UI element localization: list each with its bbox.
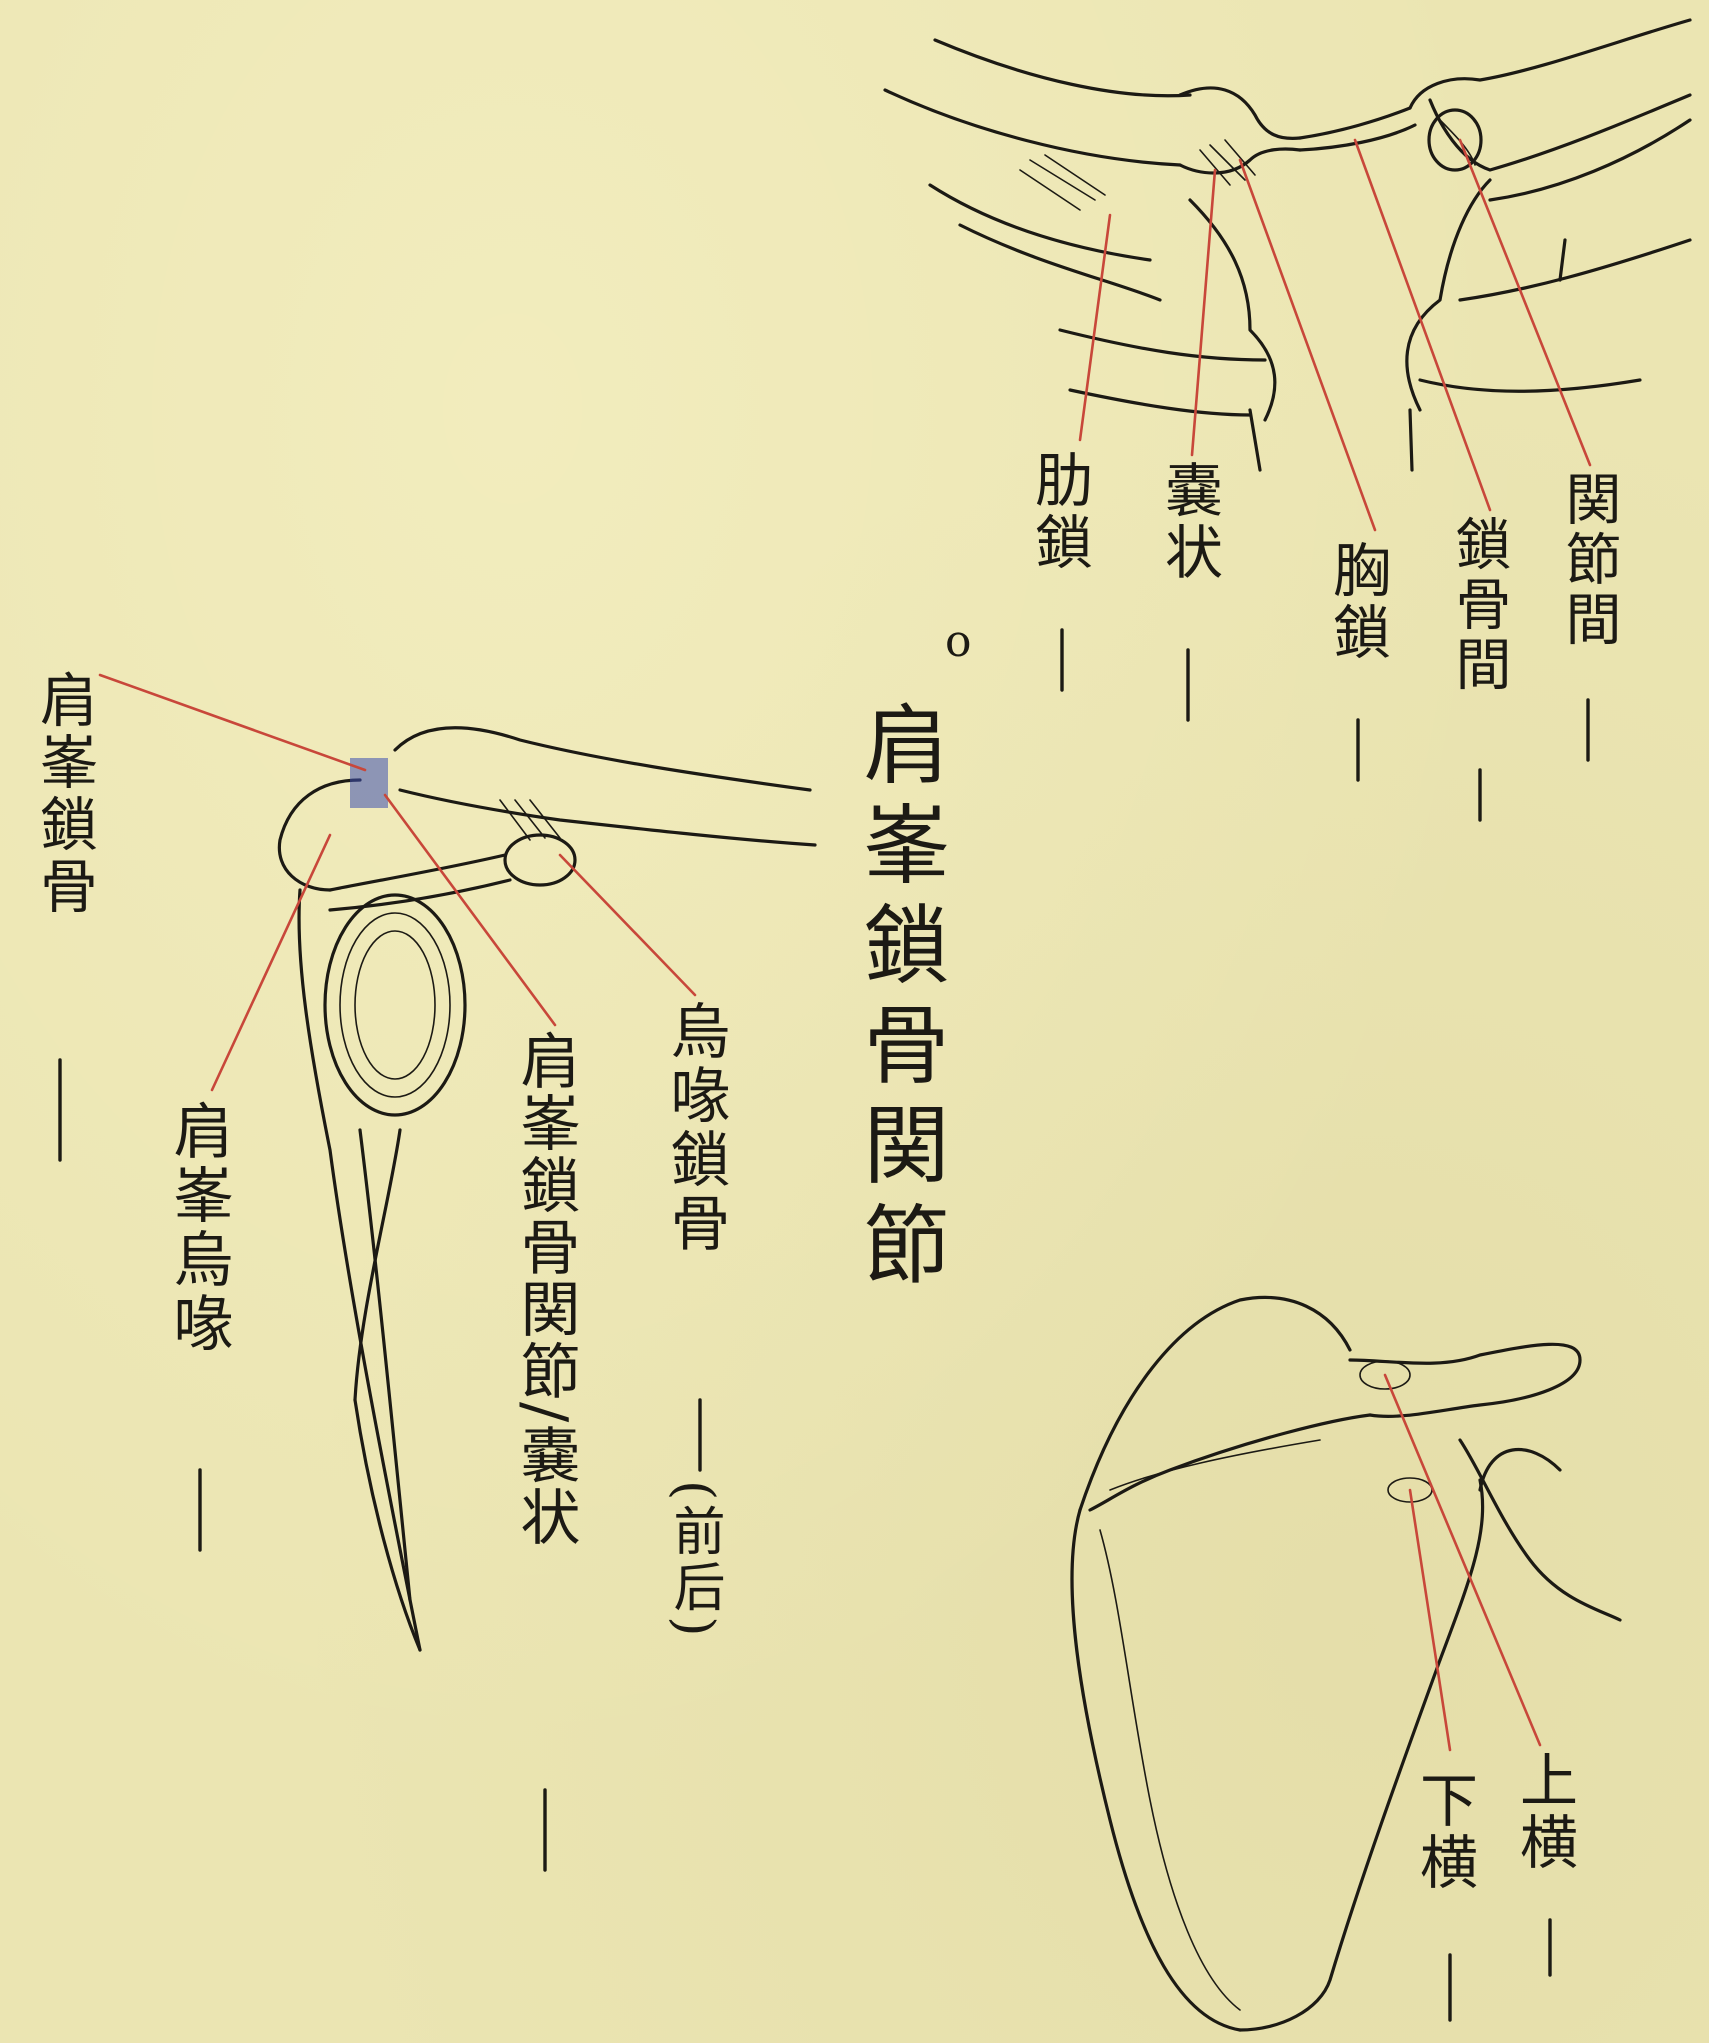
page-title: 肩峯鎖骨関節 [855, 700, 941, 1300]
label-coracoacromial: 肩峯烏喙 [168, 1100, 228, 1356]
leader-inferior-transverse [1410, 1490, 1450, 1750]
label-superior-transverse: 上横 [1515, 1750, 1573, 1874]
leader-coracoclavicular [560, 855, 695, 995]
label-coracoclavicular: 烏喙鎖骨 [665, 1000, 725, 1256]
scapula-drawing [1072, 1297, 1620, 2030]
label-costoclavicular: 肋鎖 [1030, 450, 1088, 574]
label-capsule: 嚢状 [1160, 460, 1218, 584]
leader-superior-transverse [1385, 1375, 1540, 1745]
label-ticks [60, 630, 1588, 2020]
label-acromioclavicular: 肩峯鎖骨 [35, 670, 93, 918]
sternoclavicular-drawing [885, 20, 1690, 470]
leader-intra-articular [1460, 140, 1590, 465]
label-intra-articular: 関節間 [1560, 470, 1616, 650]
leader-sternoclavicular [1240, 160, 1375, 530]
label-interclavicular: 鎖骨間 [1450, 515, 1506, 695]
title-marker: o [945, 620, 976, 664]
label-ac-joint-capsule: 肩峯鎖骨関節/嚢状 [515, 1030, 575, 1548]
label-sternoclavicular: 胸鎖 [1328, 540, 1386, 664]
leader-lines [100, 140, 1590, 1750]
label-inferior-transverse: 下横 [1415, 1770, 1473, 1894]
label-coracoclavicular-note: (前后) [668, 1480, 720, 1641]
leader-acromioclavicular [100, 675, 365, 770]
leader-ac-capsule [385, 795, 555, 1025]
leader-interclavicular [1355, 140, 1490, 510]
